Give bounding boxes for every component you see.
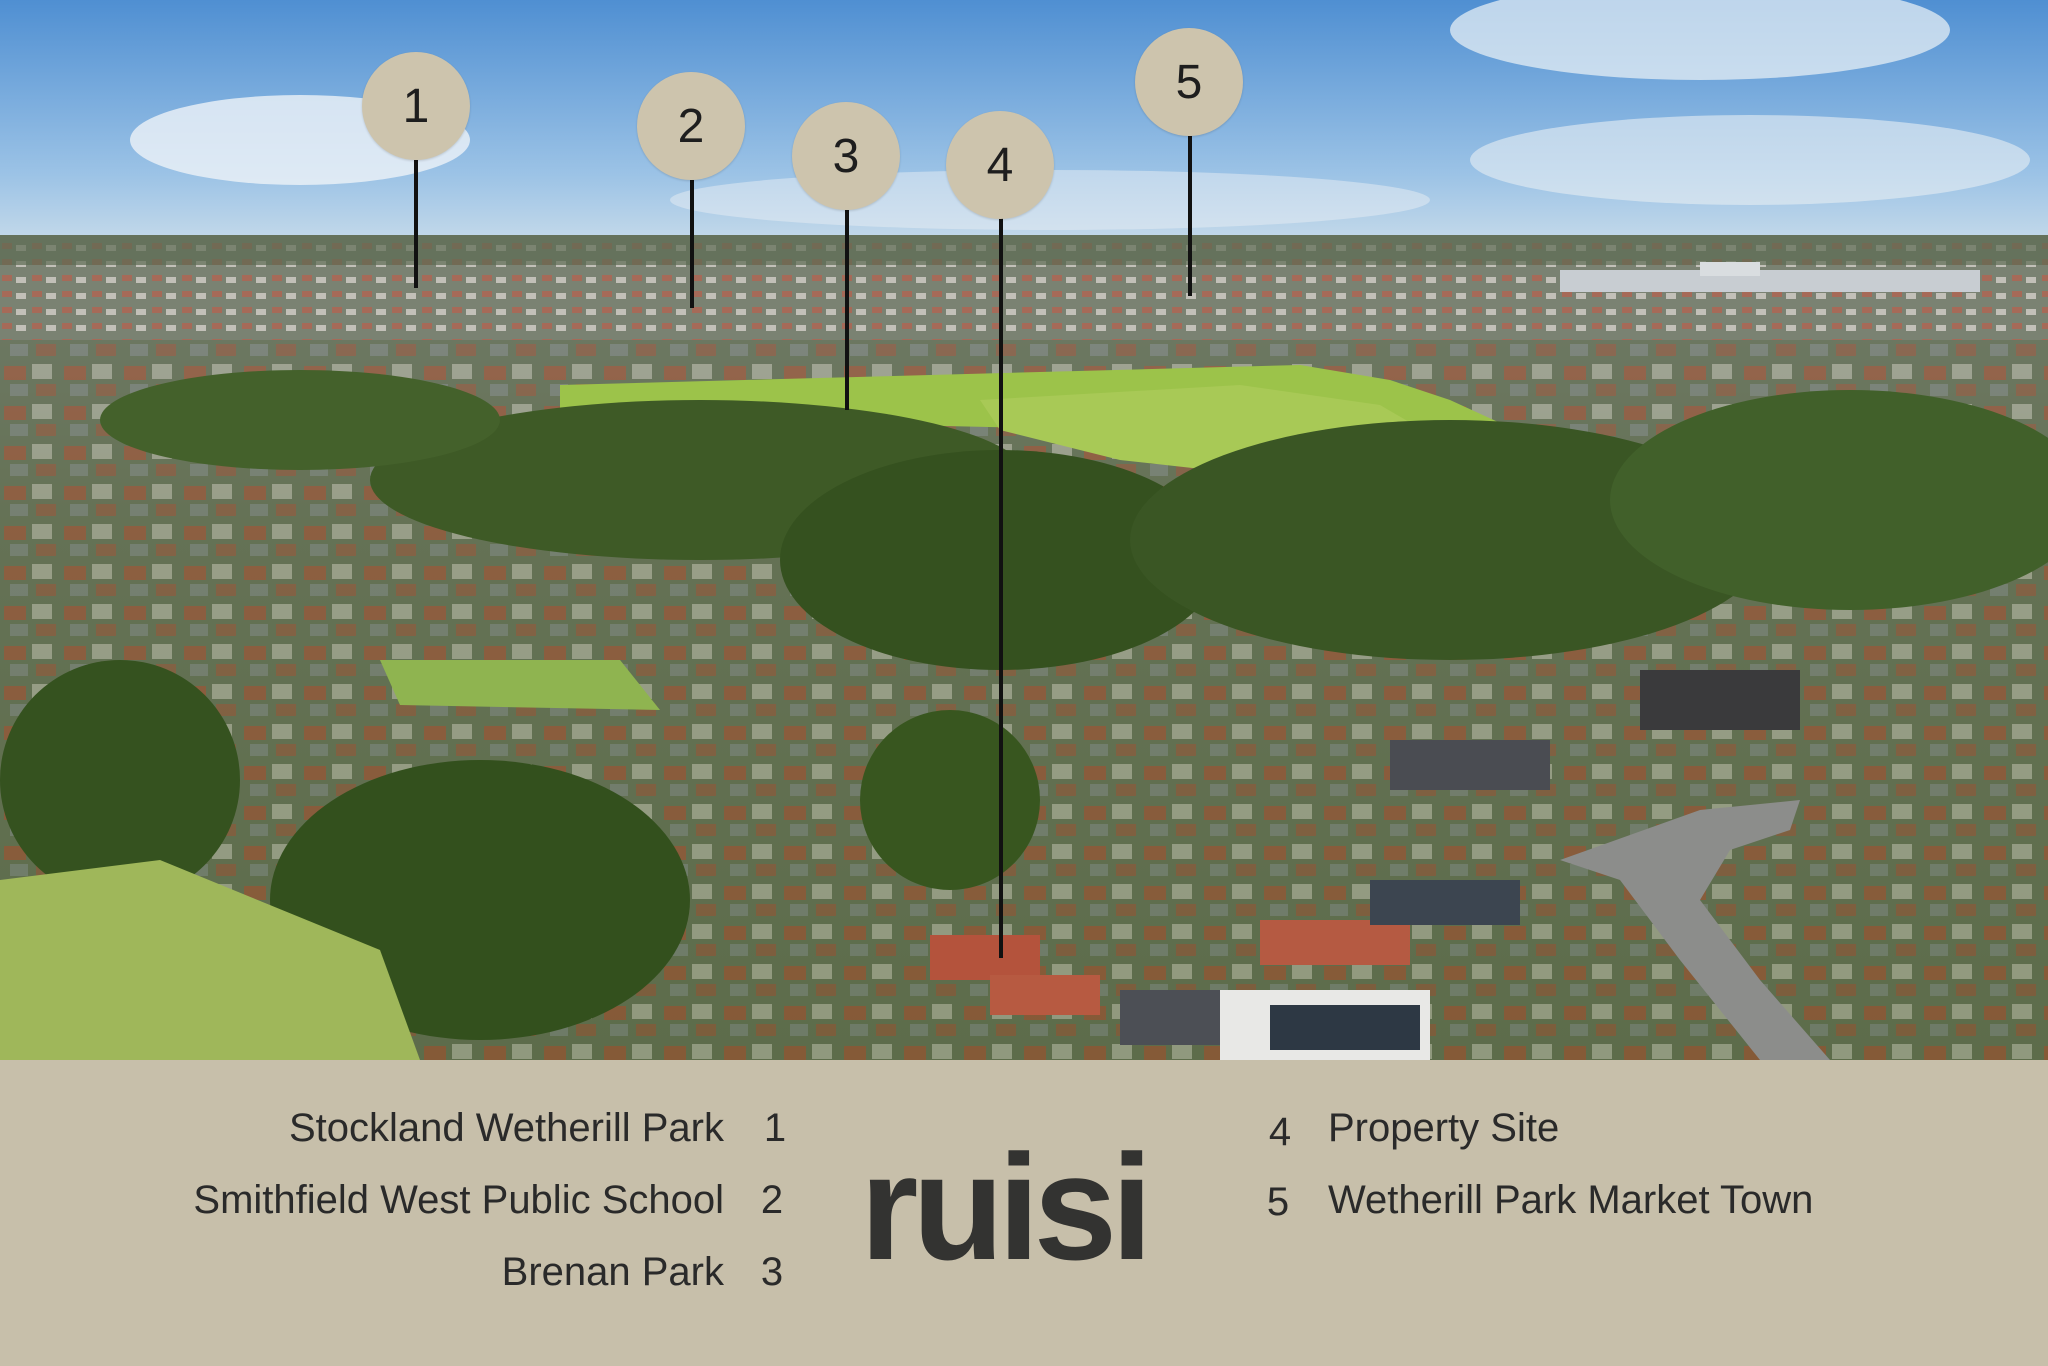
marker-line-2 (690, 180, 694, 308)
marker-1[interactable]: 1 (362, 52, 470, 160)
legend-number-1: 1 (763, 1106, 787, 1150)
legend-label-3: Brenan Park (501, 1250, 724, 1294)
aerial-photo-graphic (0, 0, 2048, 1060)
legend-label-4: Property Site (1328, 1106, 1560, 1150)
marker-4[interactable]: 4 (946, 111, 1054, 219)
legend-label-5: Wetherill Park Market Town (1328, 1178, 1814, 1222)
marker-line-3 (845, 210, 849, 410)
aerial-photo (0, 0, 2048, 1060)
marker-3[interactable]: 3 (792, 102, 900, 210)
marker-line-1 (414, 160, 418, 288)
marker-5[interactable]: 5 (1135, 28, 1243, 136)
legend-number-5: 5 (1266, 1180, 1290, 1224)
legend-label-2: Smithfield West Public School (193, 1178, 724, 1222)
legend-panel: Stockland Wetherill Park 1 Smithfield We… (0, 1060, 2048, 1366)
legend-label-1: Stockland Wetherill Park (289, 1106, 724, 1150)
marker-line-5 (1188, 136, 1192, 296)
legend-number-4: 4 (1268, 1110, 1292, 1154)
legend-number-2: 2 (760, 1178, 784, 1222)
marker-line-4 (999, 218, 1003, 958)
legend-number-3: 3 (760, 1250, 784, 1294)
marker-2[interactable]: 2 (637, 72, 745, 180)
ruisi-logo: ruisi (860, 1123, 1153, 1291)
